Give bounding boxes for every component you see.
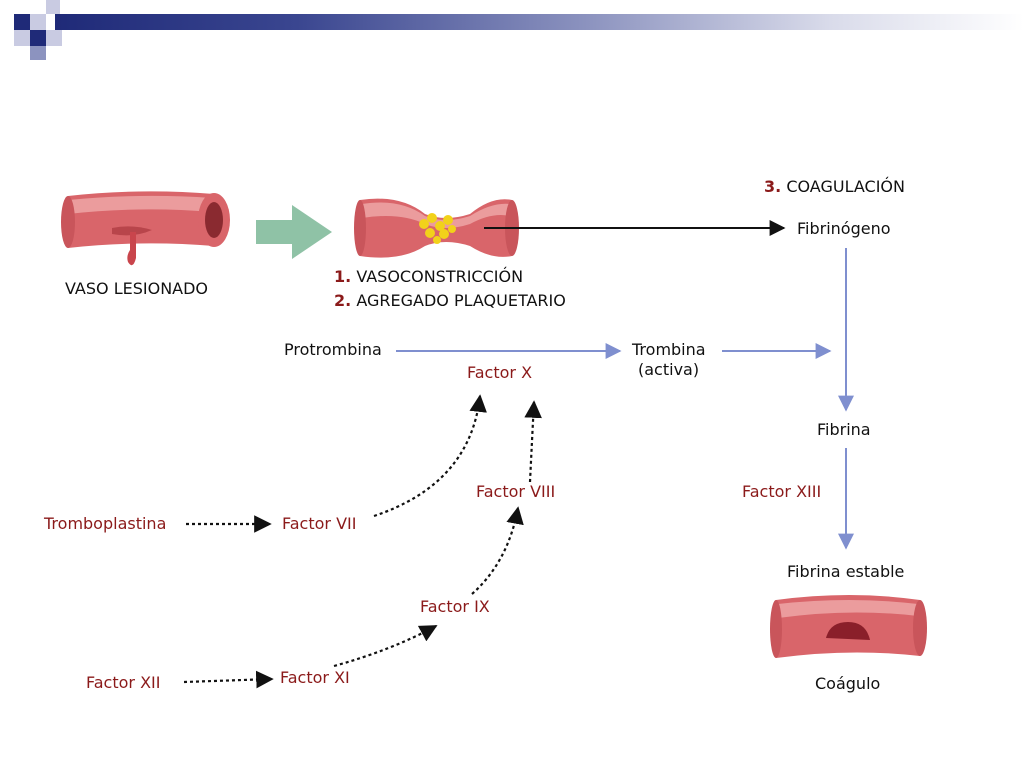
header-bar bbox=[55, 14, 1024, 30]
label-step-2: 2. AGREGADO PLAQUETARIO bbox=[334, 292, 566, 310]
clot-vessel-image bbox=[770, 595, 927, 658]
label-fibrina: Fibrina bbox=[817, 420, 871, 439]
label-fibrina-estable: Fibrina estable bbox=[787, 562, 905, 581]
label-fibrinogeno: Fibrinógeno bbox=[797, 219, 891, 238]
label-factor-viii: Factor VIII bbox=[476, 482, 556, 501]
step-2-text: AGREGADO PLAQUETARIO bbox=[356, 291, 566, 310]
label-factor-xiii: Factor XIII bbox=[742, 482, 822, 501]
label-trombina-activa: (activa) bbox=[638, 360, 700, 379]
label-step-1: 1. VASOCONSTRICCIÓN bbox=[334, 268, 523, 286]
label-factor-x: Factor X bbox=[467, 363, 533, 382]
step-3-text: COAGULACIÓN bbox=[786, 177, 905, 196]
label-step-3: 3. COAGULACIÓN bbox=[764, 178, 905, 196]
arrow-factor-vii-factor-x bbox=[373, 394, 487, 518]
step-3-number: 3. bbox=[764, 177, 782, 196]
label-factor-ix: Factor IX bbox=[420, 597, 490, 616]
label-factor-xii: Factor XII bbox=[86, 673, 161, 692]
label-vaso-lesionado: VASO LESIONADO bbox=[65, 279, 209, 298]
arrow-factor-ix-factor-viii bbox=[471, 506, 524, 595]
arrow-factor-xii-factor-xi bbox=[183, 670, 274, 689]
step-1-text: VASOCONSTRICCIÓN bbox=[356, 267, 524, 286]
green-arrow-icon bbox=[256, 205, 332, 259]
step-1-number: 1. bbox=[334, 267, 352, 286]
constricted-vessel-image bbox=[354, 198, 519, 258]
arrow-factor-viii-factor-x bbox=[524, 400, 542, 483]
injured-vessel-image bbox=[61, 191, 230, 266]
label-trombina: Trombina bbox=[632, 340, 706, 359]
platelets-icon bbox=[419, 213, 456, 244]
step-2-number: 2. bbox=[334, 291, 352, 310]
label-factor-vii: Factor VII bbox=[282, 514, 357, 533]
label-protrombina: Protrombina bbox=[284, 340, 382, 359]
label-tromboplastina: Tromboplastina bbox=[44, 514, 167, 533]
header-decoration bbox=[0, 0, 90, 60]
label-factor-xi: Factor XI bbox=[280, 668, 350, 687]
label-coagulo: Coágulo bbox=[815, 674, 881, 693]
arrow-factor-xi-factor-ix bbox=[333, 625, 438, 668]
